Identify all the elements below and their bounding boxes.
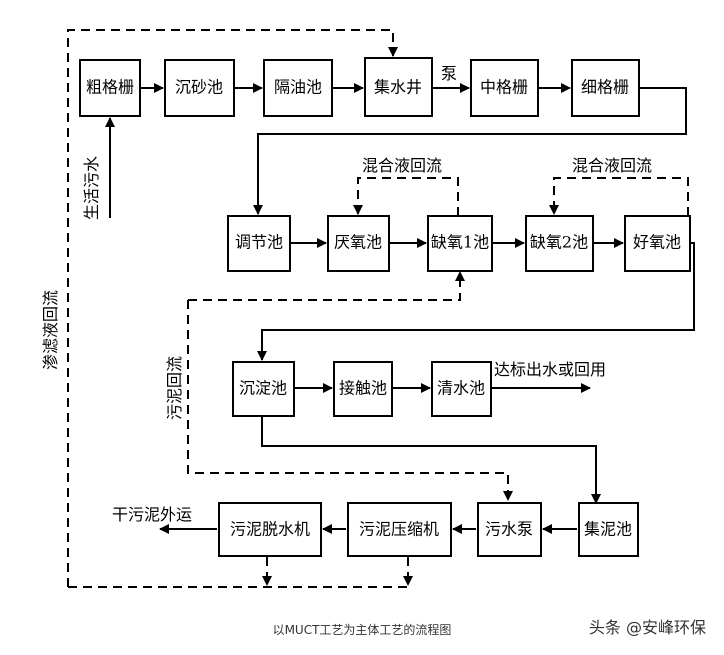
- mixed-return-2-line: [549, 177, 689, 216]
- node-label: 中格栅: [480, 78, 528, 97]
- leachate-return-label: 渗滤液回流: [41, 290, 60, 370]
- node-zhonggeshan: 中格栅: [470, 59, 539, 117]
- node-label: 隔油池: [274, 78, 322, 97]
- node-wunituoshuiji: 污泥脱水机: [218, 502, 322, 557]
- node-tiaojiechi: 调节池: [227, 215, 291, 272]
- node-label: 集泥池: [584, 520, 632, 539]
- sludge-return-label: 污泥回流: [165, 356, 184, 420]
- node-jinichi: 集泥池: [578, 502, 639, 557]
- node-chenshachi: 沉砂池: [164, 59, 235, 117]
- sludge-return-line: [187, 300, 513, 501]
- node-queyang2: 缺氧2池: [525, 215, 594, 272]
- node-yanyangchi: 厌氧池: [327, 215, 390, 272]
- watermark: 头条 @安峰环保: [589, 618, 706, 637]
- mixed-return-1-line: [353, 177, 459, 216]
- node-label: 集水井: [374, 78, 422, 97]
- node-xigeshan: 细格栅: [571, 59, 640, 117]
- node-label: 调节池: [235, 233, 283, 252]
- node-label: 清水池: [437, 379, 485, 398]
- node-jishuijing: 集水井: [364, 57, 433, 117]
- figure-caption: 以MUCT工艺为主体工艺的流程图: [273, 622, 452, 637]
- node-label: 缺氧1池: [431, 233, 489, 252]
- node-jiechuchi: 接触池: [333, 361, 393, 417]
- flow-14: [261, 416, 601, 504]
- node-label: 缺氧2池: [530, 233, 588, 252]
- node-label: 沉砂池: [175, 78, 223, 97]
- pump-label: 泵: [441, 64, 457, 83]
- node-chendianchi: 沉淀池: [232, 361, 295, 417]
- node-label: 好氧池: [633, 233, 681, 252]
- node-queyang1: 缺氧1池: [427, 215, 493, 272]
- node-geyouchi: 隔油池: [263, 59, 333, 117]
- discharge-label: 达标出水或回用: [494, 360, 606, 379]
- sludge-return-top-line: [188, 271, 465, 301]
- domestic-sewage-label: 生活污水: [82, 156, 101, 220]
- node-haoyangchi: 好氧池: [624, 215, 691, 272]
- node-label: 污泥压缩机: [359, 520, 439, 539]
- node-label: 厌氧池: [334, 233, 382, 252]
- leachate-return-line: [67, 29, 398, 587]
- node-label: 细格栅: [581, 78, 629, 97]
- flow-6: [253, 87, 687, 215]
- node-label: 粗格栅: [86, 78, 134, 97]
- flow-11: [257, 242, 695, 361]
- node-qingshuichi: 清水池: [431, 361, 492, 417]
- node-label: 接触池: [339, 379, 387, 398]
- node-cugeshan: 粗格栅: [79, 59, 141, 117]
- mixed-return-2-label: 混合液回流: [572, 156, 652, 175]
- node-label: 污泥脱水机: [230, 520, 310, 539]
- dry-sludge-label: 干污泥外运: [112, 505, 192, 524]
- node-label: 污水泵: [485, 520, 533, 539]
- mixed-return-1-label: 混合液回流: [362, 156, 442, 175]
- node-wushuibeng: 污水泵: [477, 502, 542, 557]
- node-label: 沉淀池: [239, 379, 287, 398]
- node-wuniyasuoji: 污泥压缩机: [347, 502, 452, 557]
